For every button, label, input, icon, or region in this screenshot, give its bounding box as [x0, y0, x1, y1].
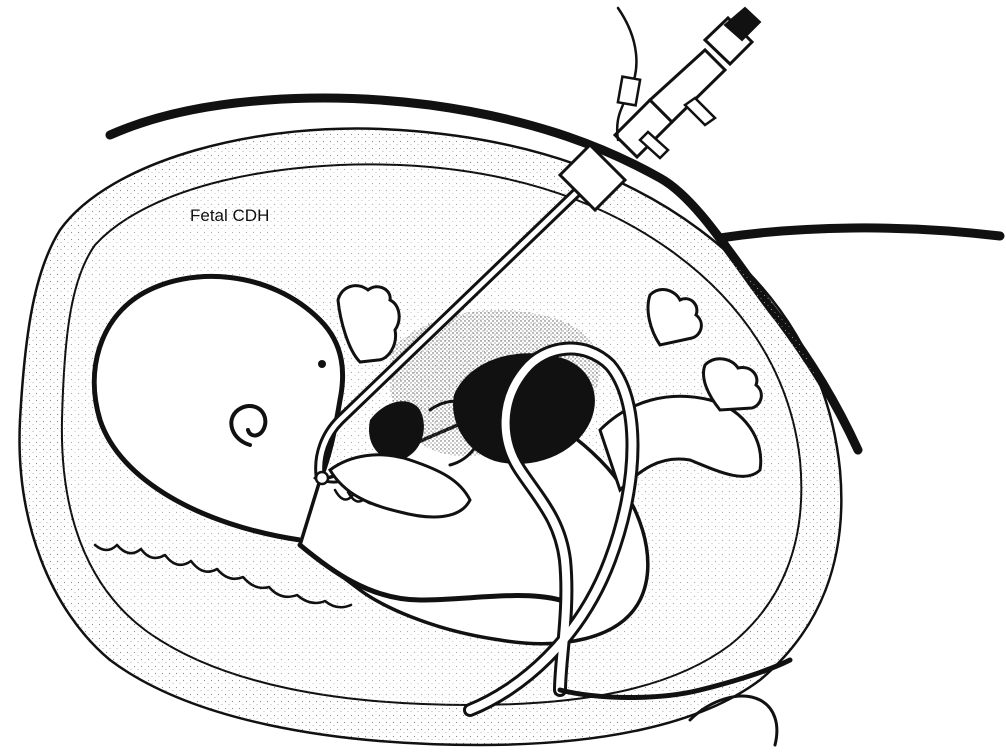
fetoscope-body — [650, 50, 725, 122]
fetal-eye — [318, 360, 326, 368]
fetoscope-port — [685, 98, 715, 125]
cable-connector — [618, 77, 640, 106]
maternal-skin-right — [720, 228, 1000, 238]
figure-label: Fetal CDH — [190, 206, 269, 225]
fetoscope-balloon-tip — [316, 472, 328, 484]
fetoscope-side-valve — [640, 132, 668, 158]
